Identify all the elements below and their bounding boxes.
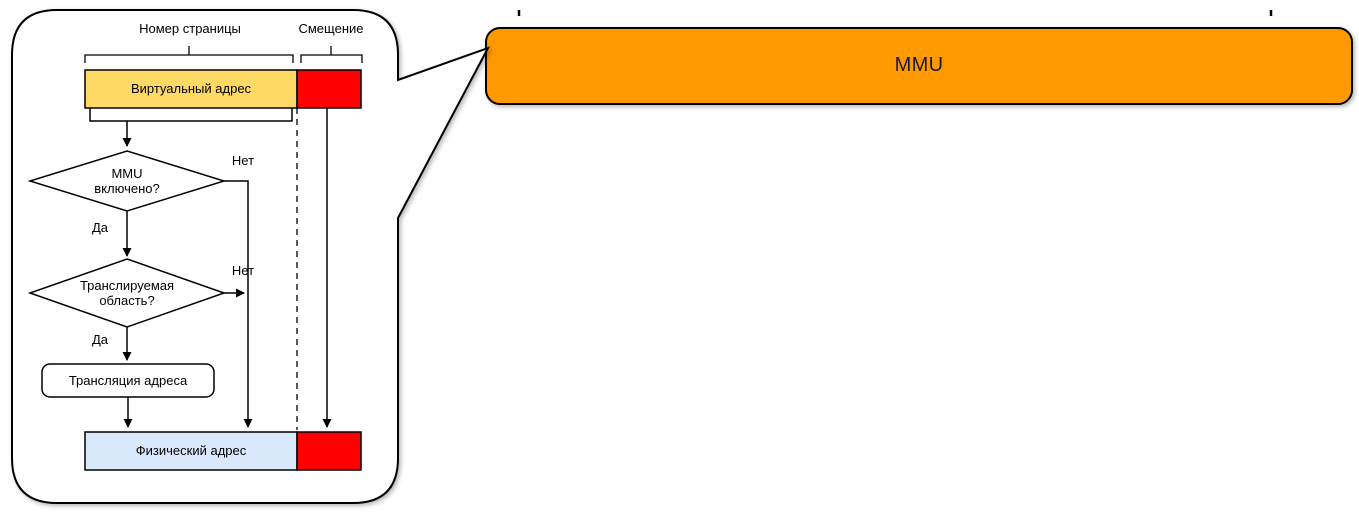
decision-mmu-label: MMU включено? — [47, 165, 207, 197]
virtual-address-collector-line — [89, 108, 293, 122]
virtual-address-offset-cell — [296, 69, 362, 109]
mmu-no-label: Нет — [231, 153, 255, 169]
virtual-address-label: Виртуальный адрес — [130, 81, 252, 97]
region-no-label: Нет — [231, 263, 255, 279]
physical-address-bar — [84, 431, 298, 471]
region-yes-label: Да — [91, 332, 109, 348]
decision-region-line2: область? — [99, 293, 155, 308]
physical-address-offset-cell — [296, 431, 362, 471]
virtual-address-bar — [84, 69, 298, 109]
mmu-box-label: MMU — [894, 54, 944, 77]
decision-mmu-line2: включено? — [94, 181, 160, 196]
process-label: Трансляция адреса — [68, 372, 188, 388]
offset-label: Смещение — [298, 21, 364, 37]
mmu-box — [485, 27, 1353, 105]
physical-address-label: Физический адрес — [135, 443, 247, 459]
page-number-label: Номер страницы — [139, 21, 241, 37]
decision-mmu-line1: MMU — [111, 165, 143, 181]
mmu-yes-label: Да — [91, 220, 109, 236]
mmu-no-branch-line — [224, 180, 253, 428]
decision-region-line1: Транслируемая — [79, 277, 175, 293]
decision-region-label: Транслируемая область? — [37, 277, 217, 309]
